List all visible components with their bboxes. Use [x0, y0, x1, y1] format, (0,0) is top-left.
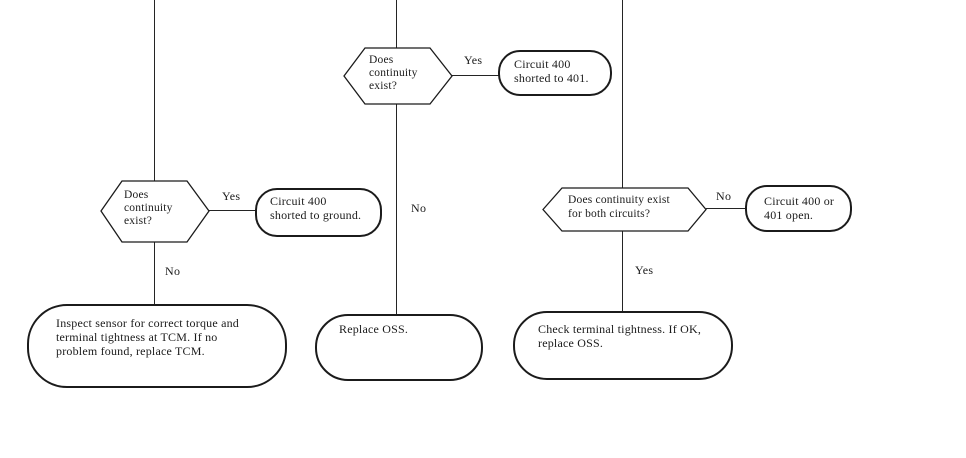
- action-node-right: Check terminal tightness. If OK, replace…: [513, 311, 733, 380]
- result-node-right: Circuit 400 or 401 open.: [745, 185, 852, 232]
- connector-right-incoming: [622, 0, 624, 188]
- result-node-left: Circuit 400 shorted to ground.: [255, 188, 382, 237]
- hexagon-shape-icon: [100, 180, 210, 243]
- result-left-label: Circuit 400 shorted to ground.: [270, 194, 362, 222]
- connector-left-yes: [209, 210, 257, 212]
- decision-left-label: Does continuity exist?: [124, 189, 173, 227]
- hexagon-shape-icon: [542, 187, 707, 232]
- result-right-label: Circuit 400 or 401 open.: [764, 194, 835, 222]
- edge-label-top-yes: Yes: [464, 53, 483, 67]
- decision-right-label: Does continuity exist for both circuits?: [568, 194, 670, 220]
- edge-label-left-no: No: [165, 264, 181, 278]
- edge-label-left-yes: Yes: [222, 189, 241, 203]
- connector-middle-no: [396, 104, 398, 315]
- action-middle-label: Replace OSS.: [339, 322, 409, 336]
- result-top-label: Circuit 400 shorted to 401.: [514, 57, 589, 85]
- connector-top-yes: [452, 75, 500, 77]
- hexagon-shape-icon: [343, 47, 453, 105]
- action-node-left: Inspect sensor for correct torque and te…: [27, 304, 287, 388]
- connector-right-yes: [622, 231, 624, 312]
- connector-left-no: [154, 242, 156, 305]
- decision-node-left: Does continuity exist?: [100, 180, 210, 243]
- connector-right-no: [706, 208, 747, 210]
- action-right-label: Check terminal tightness. If OK, replace…: [538, 322, 702, 350]
- connector-middle-incoming: [396, 0, 398, 48]
- connector-left-incoming: [154, 0, 156, 181]
- decision-node-top: Does continuity exist?: [343, 47, 453, 105]
- decision-node-right: Does continuity exist for both circuits?: [542, 187, 707, 232]
- action-node-middle: Replace OSS.: [315, 314, 483, 381]
- edge-label-top-no: No: [411, 201, 427, 215]
- edge-label-right-yes: Yes: [635, 263, 654, 277]
- result-node-top: Circuit 400 shorted to 401.: [498, 50, 612, 96]
- edge-label-right-no: No: [716, 189, 732, 203]
- action-left-label: Inspect sensor for correct torque and te…: [56, 316, 239, 358]
- decision-top-label: Does continuity exist?: [369, 54, 418, 92]
